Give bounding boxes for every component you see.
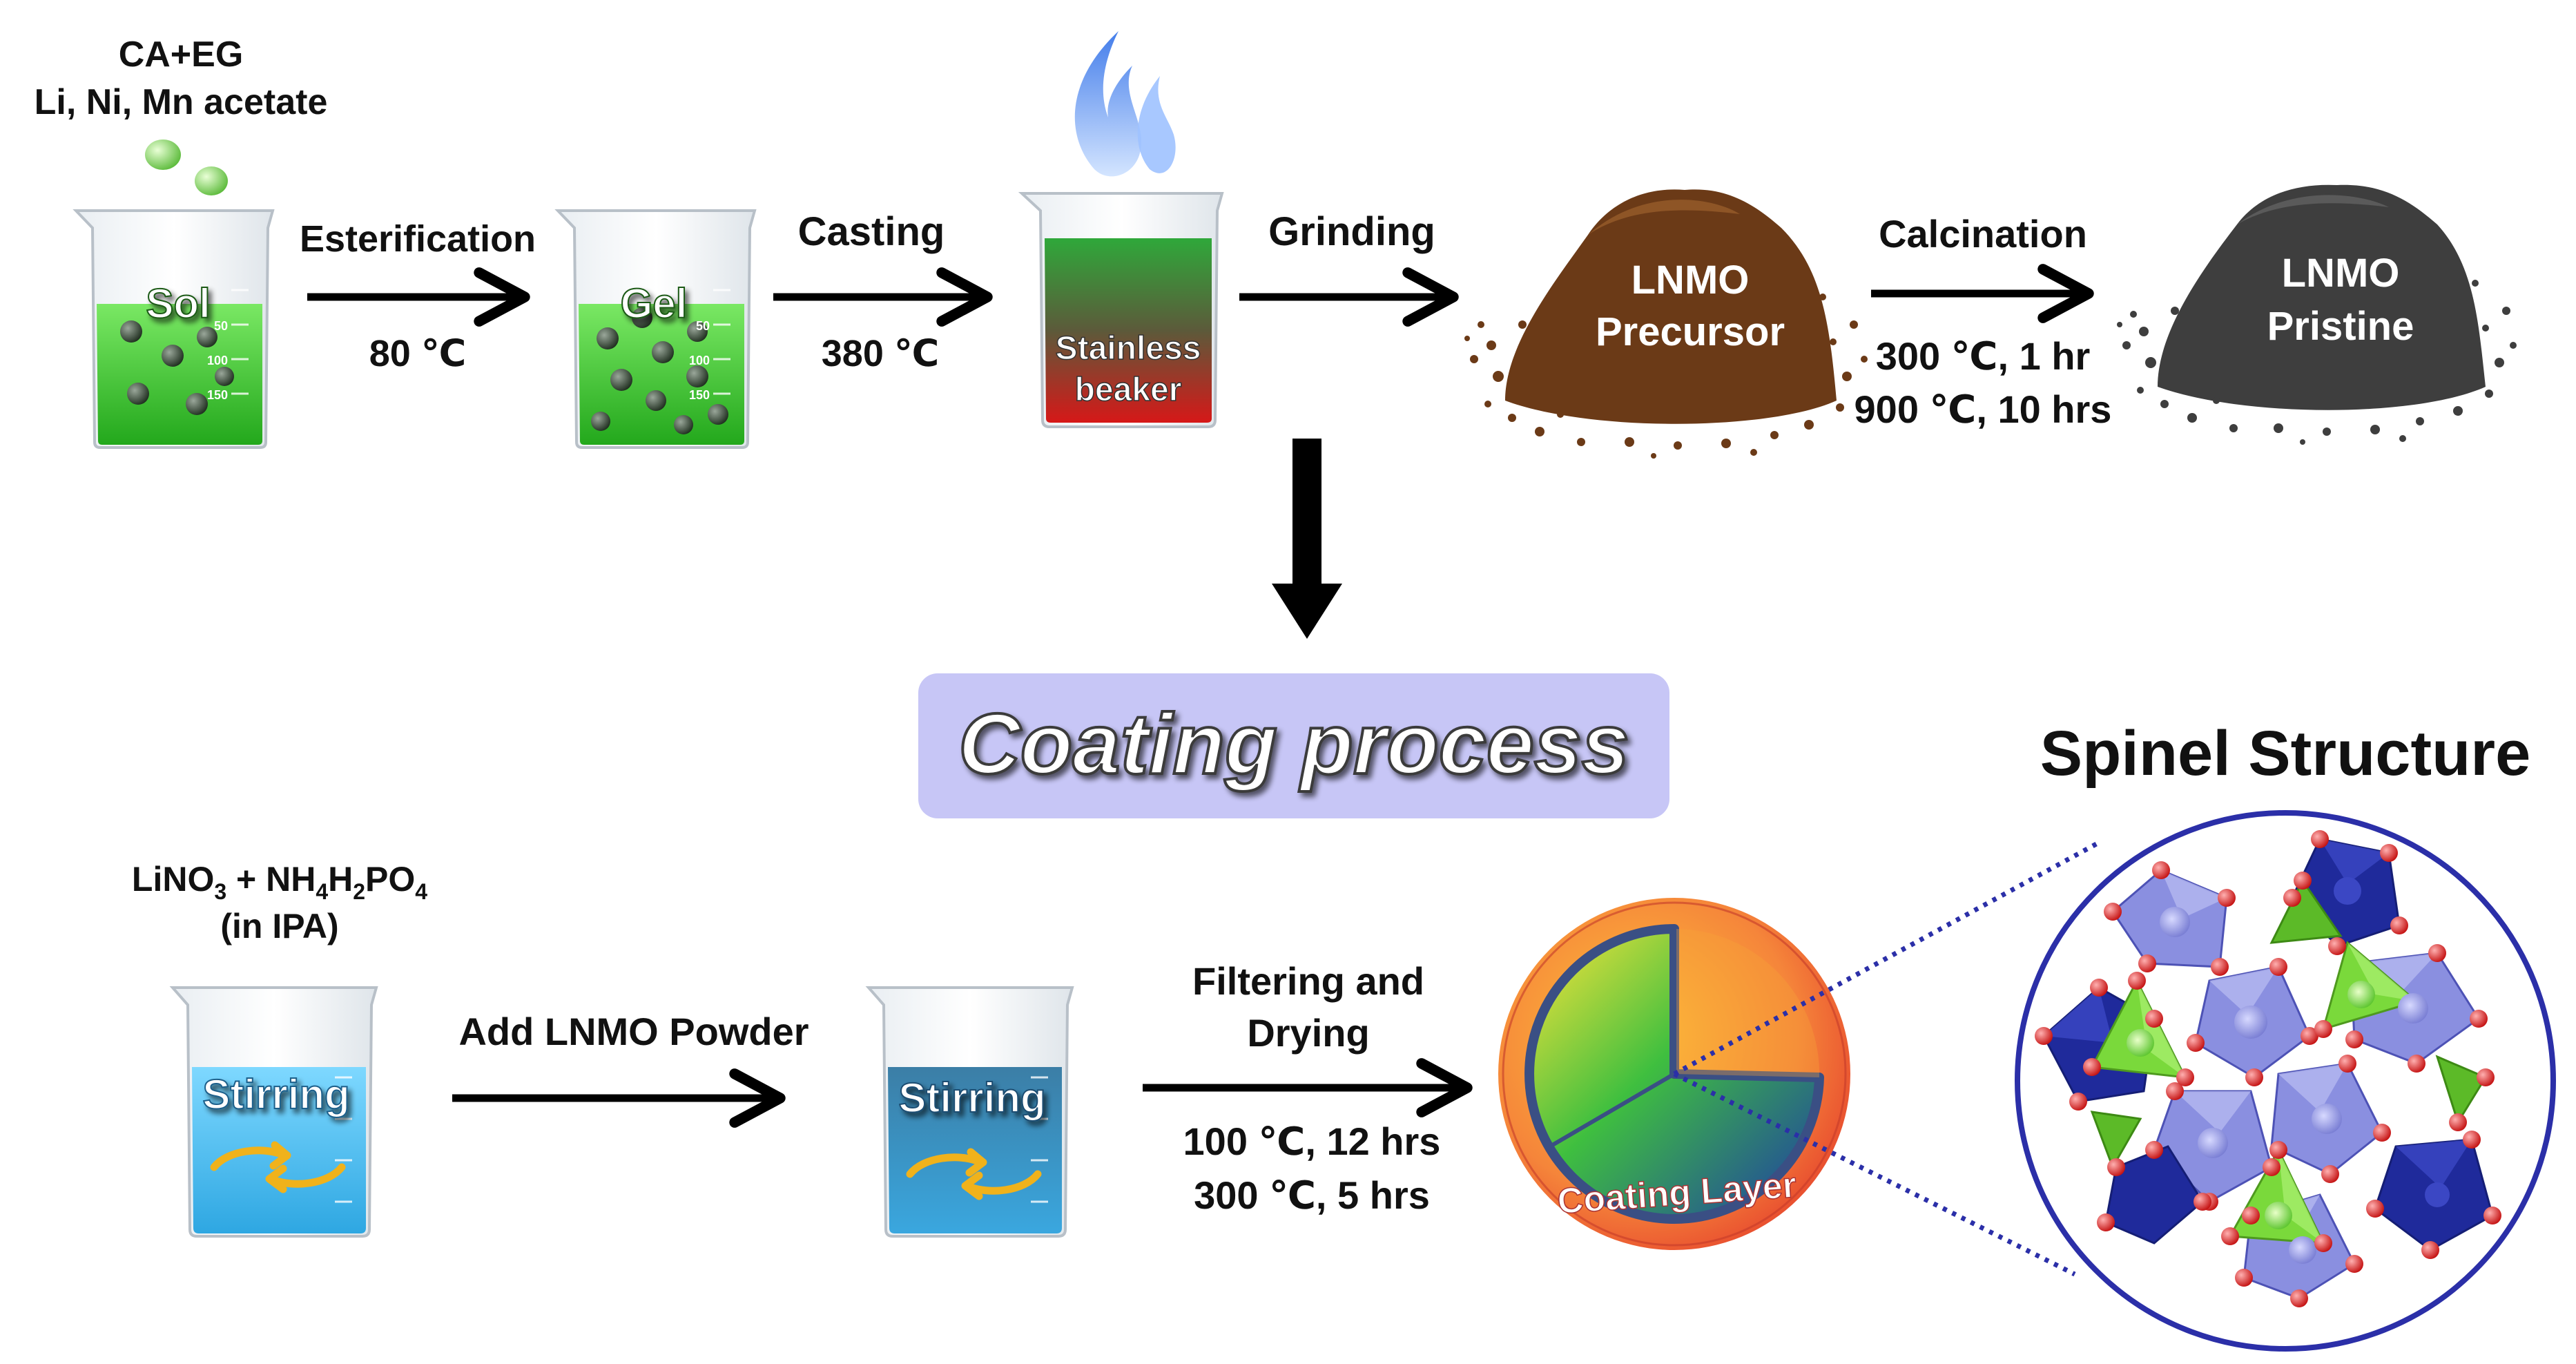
flame-icon [1074, 31, 1176, 177]
pristine-powder-icon [2117, 184, 2517, 445]
grinding-label: Grinding [1268, 209, 1435, 254]
add-powder-label: Add LNMO Powder [458, 1010, 808, 1053]
formula-part-1: LiNO [132, 860, 214, 899]
formula-sub-1: 3 [214, 879, 226, 904]
gel-tick-50: 50 [696, 319, 710, 333]
coating-process-label: Coating process [958, 697, 1629, 792]
tetrahedron-3 [2269, 878, 2343, 944]
pristine-label-line1: LNMO [2282, 251, 2400, 296]
rotation-arrows-icon [210, 1141, 346, 1193]
coating-process-banner [918, 673, 1669, 818]
casting-condition: 380 ℃ [822, 333, 940, 374]
sol-tick-50: 50 [214, 319, 228, 333]
casting-label: Casting [798, 209, 945, 254]
stainless-label-line1: Stainless [1056, 330, 1201, 367]
reagent-label-line2: Li, Ni, Mn acetate [35, 82, 328, 122]
reagent-label-line1: CA+EG [119, 35, 244, 75]
stirring-beaker-1-icon [169, 986, 378, 1238]
tetrahedron-6 [2435, 1055, 2488, 1125]
formula-part-3: H [328, 860, 353, 899]
rotation-arrows-icon [906, 1148, 1042, 1200]
formula-part-4: PO [365, 860, 415, 899]
gel-tick-150: 150 [689, 388, 710, 402]
pristine-label-line2: Pristine [2267, 304, 2414, 349]
stirring-2-label: Stirring [898, 1075, 1045, 1121]
precursor-label-line2: Precursor [1596, 309, 1785, 354]
filtering-label-line2: Drying [1247, 1011, 1369, 1055]
formula-sub-3: 2 [353, 879, 365, 904]
precursor-powder-icon [1464, 189, 1868, 459]
cation-centers [2127, 877, 2450, 1264]
formula-part-2: + NH [226, 860, 316, 899]
stirring-beaker-2-icon [865, 986, 1074, 1238]
filtering-condition-1: 100 ℃, 12 hrs [1183, 1120, 1441, 1163]
formula-sub-2: 4 [316, 879, 328, 904]
gel-tick-100: 100 [689, 354, 710, 367]
esterification-label: Esterification [300, 218, 536, 260]
sol-tick-150: 150 [207, 388, 228, 402]
tetrahedron-1 [2090, 978, 2187, 1079]
zoom-lines [1673, 840, 2100, 1277]
precursor-label-line1: LNMO [1631, 258, 1750, 302]
calcination-label: Calcination [1879, 212, 2087, 256]
gel-label: Gel [621, 280, 688, 327]
down-arrow [1272, 439, 1342, 639]
calcination-condition-1: 300 ℃, 1 hr [1876, 334, 2091, 378]
sol-label: Sol [146, 280, 210, 327]
oxygen-atoms [2035, 830, 2501, 1307]
filtering-condition-2: 300 ℃, 5 hrs [1194, 1173, 1430, 1217]
filtering-label-line1: Filtering and [1192, 959, 1424, 1003]
coating-reagent-solvent: (in IPA) [220, 907, 338, 945]
calcination-condition-2: 900 ℃, 10 hrs [1854, 387, 2112, 431]
stirring-1-label: Stirring [202, 1071, 349, 1117]
crystal-structure-icon [2015, 810, 2556, 1352]
formula-sub-4: 4 [415, 879, 427, 904]
sol-particles [120, 320, 234, 415]
coating-reagent-formula: LiNO3 + NH4H2PO4 [132, 860, 427, 904]
gel-particles [591, 307, 728, 434]
tetrahedron-5 [2090, 1111, 2142, 1170]
esterification-condition: 80 ℃ [369, 333, 466, 374]
stainless-label-line2: beaker [1075, 372, 1182, 408]
sol-tick-100: 100 [207, 354, 228, 367]
sol-beaker-icon: 50 100 150 [72, 209, 275, 449]
gel-beaker-icon: 50 100 150 [554, 209, 757, 449]
spinel-title: Spinel Structure [2040, 718, 2531, 789]
stainless-beaker-icon [1018, 192, 1224, 428]
